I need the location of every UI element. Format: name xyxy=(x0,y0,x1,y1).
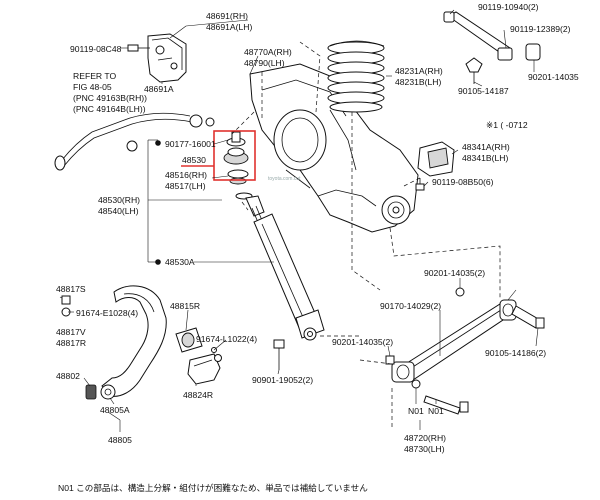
label-48691a: 48691A xyxy=(144,84,174,94)
label-48530a: 48530A xyxy=(165,257,195,267)
stabilizer-bushing-drawing xyxy=(175,327,203,353)
label-90119-08c48: 90119-08C48 xyxy=(70,44,122,54)
stabilizer-bar-drawing xyxy=(85,285,167,400)
label-n01-b: N01 xyxy=(428,406,444,416)
label-48530-highlighted: 48530 xyxy=(182,155,206,165)
label-48817s: 48817S xyxy=(56,284,86,294)
upper-control-rod-drawing xyxy=(443,11,541,84)
label-48540-lh: 48540(LH) xyxy=(98,206,139,216)
label-pnc-49163b: (PNC 49163B(RH)) xyxy=(73,93,147,103)
shock-absorber-drawing xyxy=(245,195,325,341)
stabilizer-link-drawing xyxy=(54,112,215,171)
label-48770: 48770A(RH) xyxy=(244,47,292,57)
assembly-bracket xyxy=(147,139,274,265)
label-90105-14186: 90105-14186(2) xyxy=(485,348,546,358)
label-90177-16001: 90177-16001 xyxy=(165,139,216,149)
relation-lines xyxy=(231,41,501,430)
label-48341b: 48341B(LH) xyxy=(462,153,508,163)
label-pnc-49164b: (PNC 49164B(LH)) xyxy=(73,104,146,114)
watermark-text: toyota.com.cut xyxy=(268,176,301,182)
bolt-90901-19052-drawing xyxy=(273,339,285,370)
coil-spring-drawing xyxy=(327,40,385,113)
label-48530-rh: 48530(RH) xyxy=(98,195,140,205)
label-refer-to: REFER TO xyxy=(73,71,116,81)
axle-housing-drawing xyxy=(249,63,419,233)
footnote: N01 この部品は、構造上分解・組付けが困難なため、単品では補給していません xyxy=(58,482,368,493)
label-48231b: 48231B(LH) xyxy=(395,77,441,87)
part-labels: 48691(RH) 48691A(LH) 90119-08C48 48691A … xyxy=(56,2,579,454)
label-48817r: 48817R xyxy=(56,338,86,348)
label-48691a-lh: 48691A(LH) xyxy=(206,22,252,32)
bolt-90105-14186-drawing xyxy=(423,395,469,415)
label-90119-12389: 90119-12389(2) xyxy=(510,24,571,34)
label-90170-14029: 90170-14029(2) xyxy=(380,301,441,311)
label-48824r: 48824R xyxy=(183,390,213,400)
label-90201-14035-mid: 90201-14035(2) xyxy=(424,268,485,278)
bolt-91674-e1028-drawing xyxy=(61,295,71,317)
bracket-48691-drawing xyxy=(147,33,187,83)
stabilizer-bracket-drawing xyxy=(187,347,222,385)
label-90105-14187: 90105-14187 xyxy=(458,86,509,96)
label-48790: 48790(LH) xyxy=(244,58,285,68)
label-91674-l1022: 91674-L1022(4) xyxy=(196,334,257,344)
label-48517: 48517(LH) xyxy=(165,181,206,191)
label-48815r: 48815R xyxy=(170,301,200,311)
label-90119-10940: 90119-10940(2) xyxy=(478,2,539,12)
shock-upper-mount-drawing xyxy=(223,131,253,200)
label-48231a: 48231A(RH) xyxy=(395,66,443,76)
label-90201-14035-top: 90201-14035 xyxy=(528,72,579,82)
bump-stopper-bracket-drawing xyxy=(415,141,455,191)
leader-lines xyxy=(59,9,539,432)
label-48516: 48516(RH) xyxy=(165,170,207,180)
label-90119-08b50: 90119-08B50(6) xyxy=(432,177,494,187)
label-48691: 48691(RH) xyxy=(206,11,248,21)
label-n01-a: N01 xyxy=(408,406,424,416)
label-48730: 48730(LH) xyxy=(404,444,445,454)
label-48805: 48805 xyxy=(108,435,132,445)
lower-control-arm-drawing xyxy=(391,299,545,383)
label-91674-e1028: 91674-E1028(4) xyxy=(76,308,138,318)
label-48341a: 48341A(RH) xyxy=(462,142,510,152)
bolt-90119-08c48-drawing xyxy=(127,44,150,52)
label-fig-48-05: FIG 48-05 xyxy=(73,82,112,92)
highlight-box xyxy=(213,130,256,181)
label-48720: 48720(RH) xyxy=(404,433,446,443)
label-48802: 48802 xyxy=(56,371,80,381)
label-note-right: ※1 ( -0712 xyxy=(486,120,528,130)
label-48805a: 48805A xyxy=(100,405,130,415)
label-90201-14035-low: 90201-14035(2) xyxy=(332,337,393,347)
label-48817v: 48817V xyxy=(56,327,86,337)
label-90901-19052: 90901-19052(2) xyxy=(252,375,313,385)
